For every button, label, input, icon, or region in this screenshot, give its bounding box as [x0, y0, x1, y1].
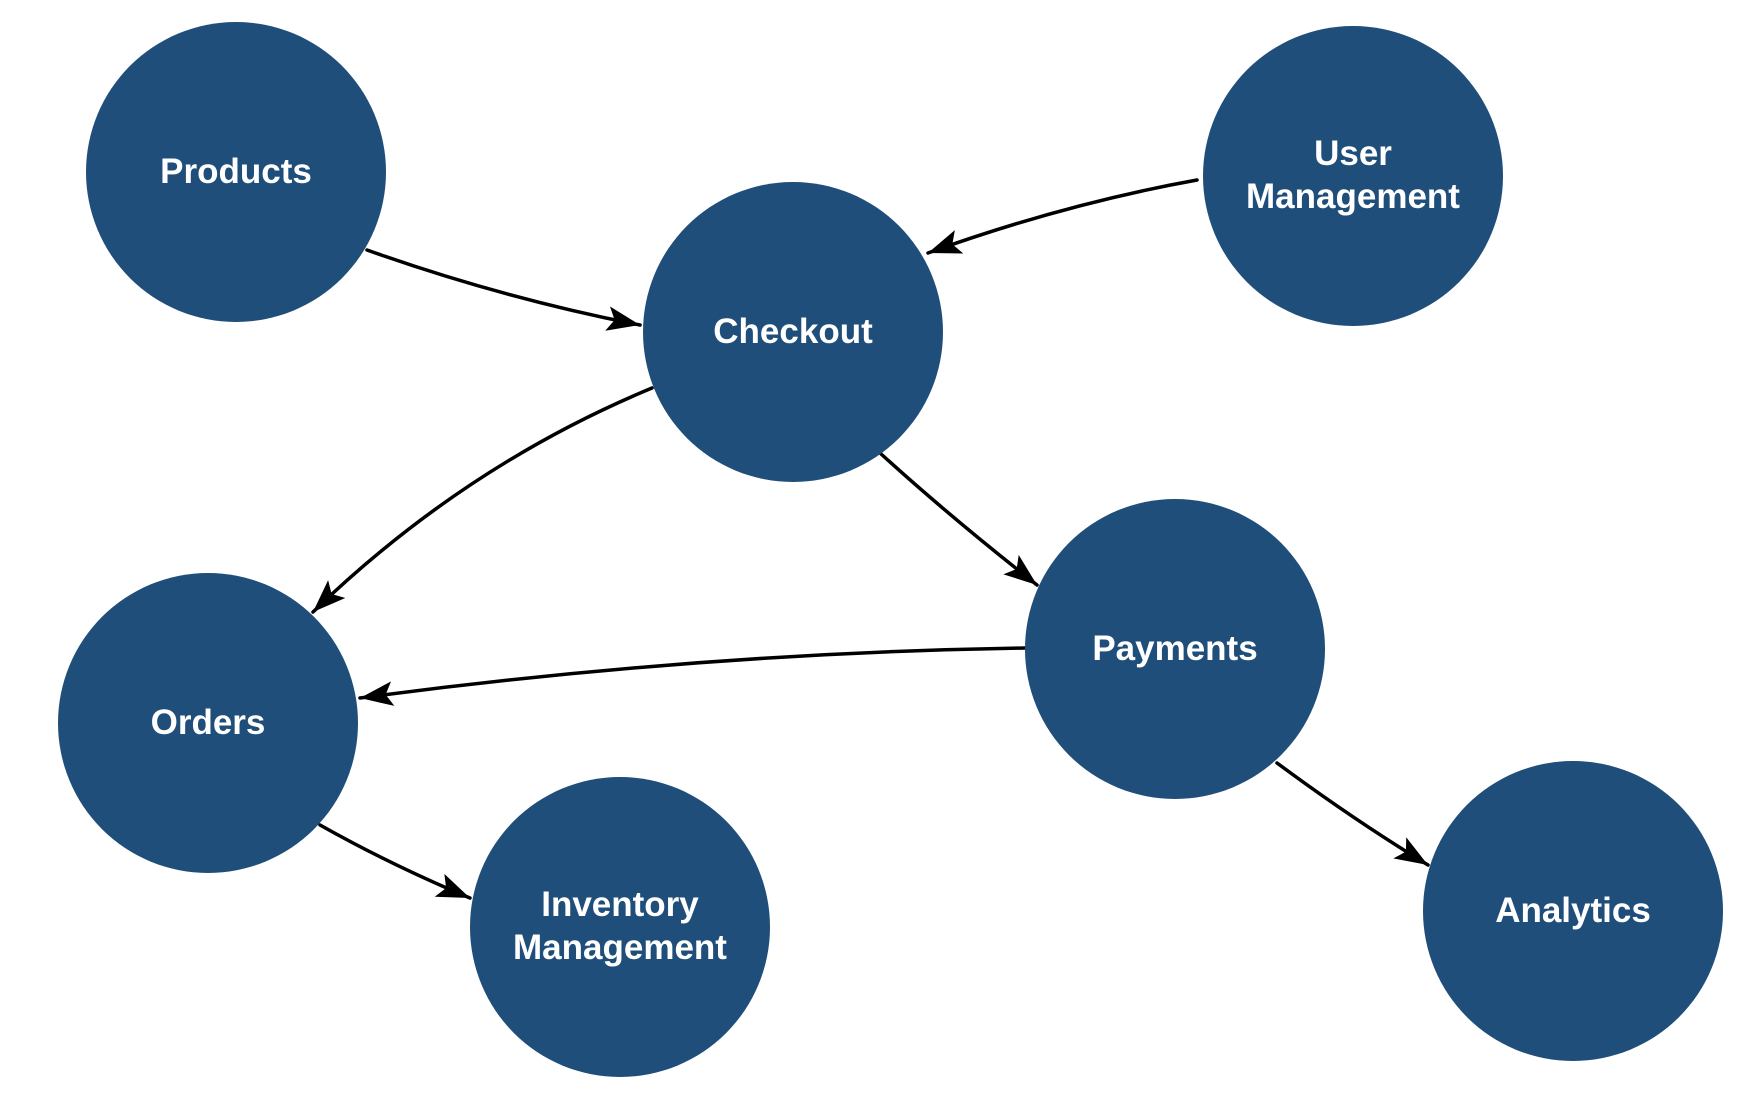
node-inventory-management-label: Inventory Management [513, 885, 727, 967]
node-inventory-management: Inventory Management [470, 777, 770, 1077]
node-user-management: User Management [1203, 26, 1503, 326]
edge-checkout-to-orders-arrow [311, 386, 654, 614]
node-analytics-label: Analytics [1495, 890, 1651, 930]
node-analytics: Analytics [1423, 761, 1723, 1061]
node-products: Products [86, 22, 386, 322]
node-orders-label: Orders [150, 702, 266, 742]
edge-payments-to-analytics-arrow [1275, 761, 1430, 867]
edge-payments-to-orders-arrow [358, 646, 1027, 706]
edge-orders-to-inventory-management-arrow [318, 823, 472, 900]
edge-user-management-to-checkout-arrow [926, 178, 1199, 255]
node-checkout-label: Checkout [713, 311, 873, 351]
node-orders: Orders [58, 573, 358, 873]
node-user-management-label: User Management [1246, 134, 1460, 216]
node-products-label: Products [160, 151, 312, 191]
node-payments: Payments [1025, 499, 1325, 799]
node-checkout: Checkout [643, 182, 943, 482]
edge-products-to-checkout-arrow [365, 248, 642, 331]
node-payments-label: Payments [1092, 628, 1258, 668]
edge-checkout-to-payments-arrow [878, 451, 1039, 587]
